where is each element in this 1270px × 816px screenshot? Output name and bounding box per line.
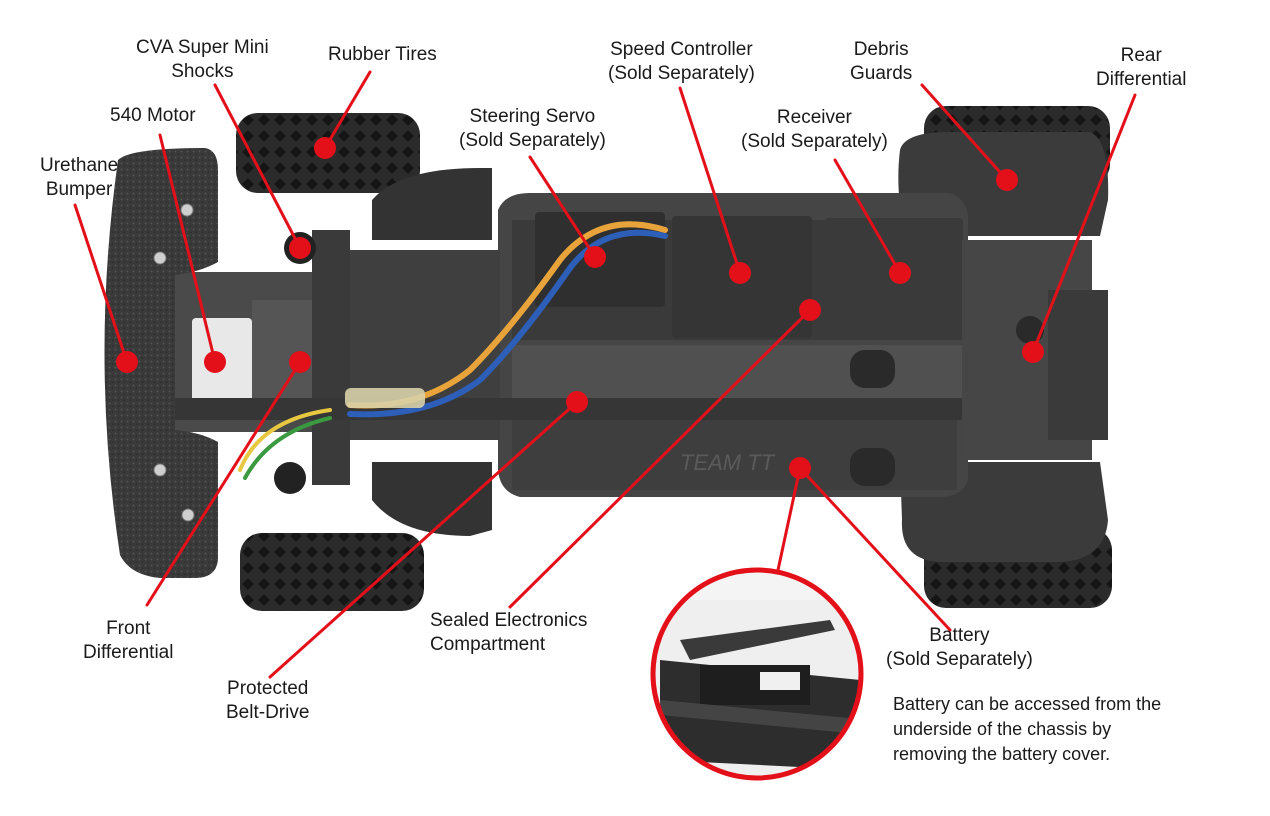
front-right-tire	[240, 533, 424, 611]
marker-steering-servo	[584, 246, 606, 268]
marker-cva-shocks	[289, 237, 311, 259]
bumper-screws	[153, 203, 195, 522]
label-steering-servo: Steering Servo (Sold Separately)	[459, 106, 606, 151]
marker-urethane-bumper	[116, 351, 138, 373]
marker-speed-controller	[729, 262, 751, 284]
marker-dots	[116, 137, 1044, 479]
label-urethane-bumper: Urethane Bumper	[40, 155, 119, 200]
marker-front-differential	[289, 351, 311, 373]
label-540-motor: 540 Motor	[110, 105, 196, 126]
marker-rubber-tires	[314, 137, 336, 159]
marker-battery	[789, 457, 811, 479]
label-battery: Battery (Sold Separately)	[886, 625, 1033, 670]
label-rear-differential: Rear Differential	[1096, 45, 1187, 90]
leader-lines	[73, 70, 1137, 679]
label-receiver: Receiver (Sold Separately)	[741, 107, 888, 152]
label-debris-guards: Debris Guards	[850, 39, 913, 84]
marker-sealed-electronics	[799, 299, 821, 321]
label-protected-belt-drive: Protected Belt-Drive	[226, 678, 310, 723]
label-front-differential: Front Differential	[83, 618, 174, 663]
center-shaft	[150, 398, 1030, 420]
svg-text:TEAM TT: TEAM TT	[680, 450, 776, 475]
marker-belt-drive	[566, 391, 588, 413]
marker-receiver	[889, 262, 911, 284]
marker-debris-guards	[996, 169, 1018, 191]
wires	[238, 221, 668, 480]
battery-inset	[650, 567, 864, 781]
label-sealed-electronics: Sealed Electronics Compartment	[430, 610, 588, 655]
label-rubber-tires: Rubber Tires	[328, 44, 437, 65]
label-cva-shocks: CVA Super Mini Shocks	[136, 37, 269, 82]
label-speed-controller: Speed Controller (Sold Separately)	[608, 39, 755, 84]
marker-rear-differential	[1022, 341, 1044, 363]
chassis-tub: TEAM TT	[498, 193, 968, 497]
battery-access-note: Battery can be accessed from the undersi…	[893, 694, 1162, 764]
marker-540-motor	[204, 351, 226, 373]
